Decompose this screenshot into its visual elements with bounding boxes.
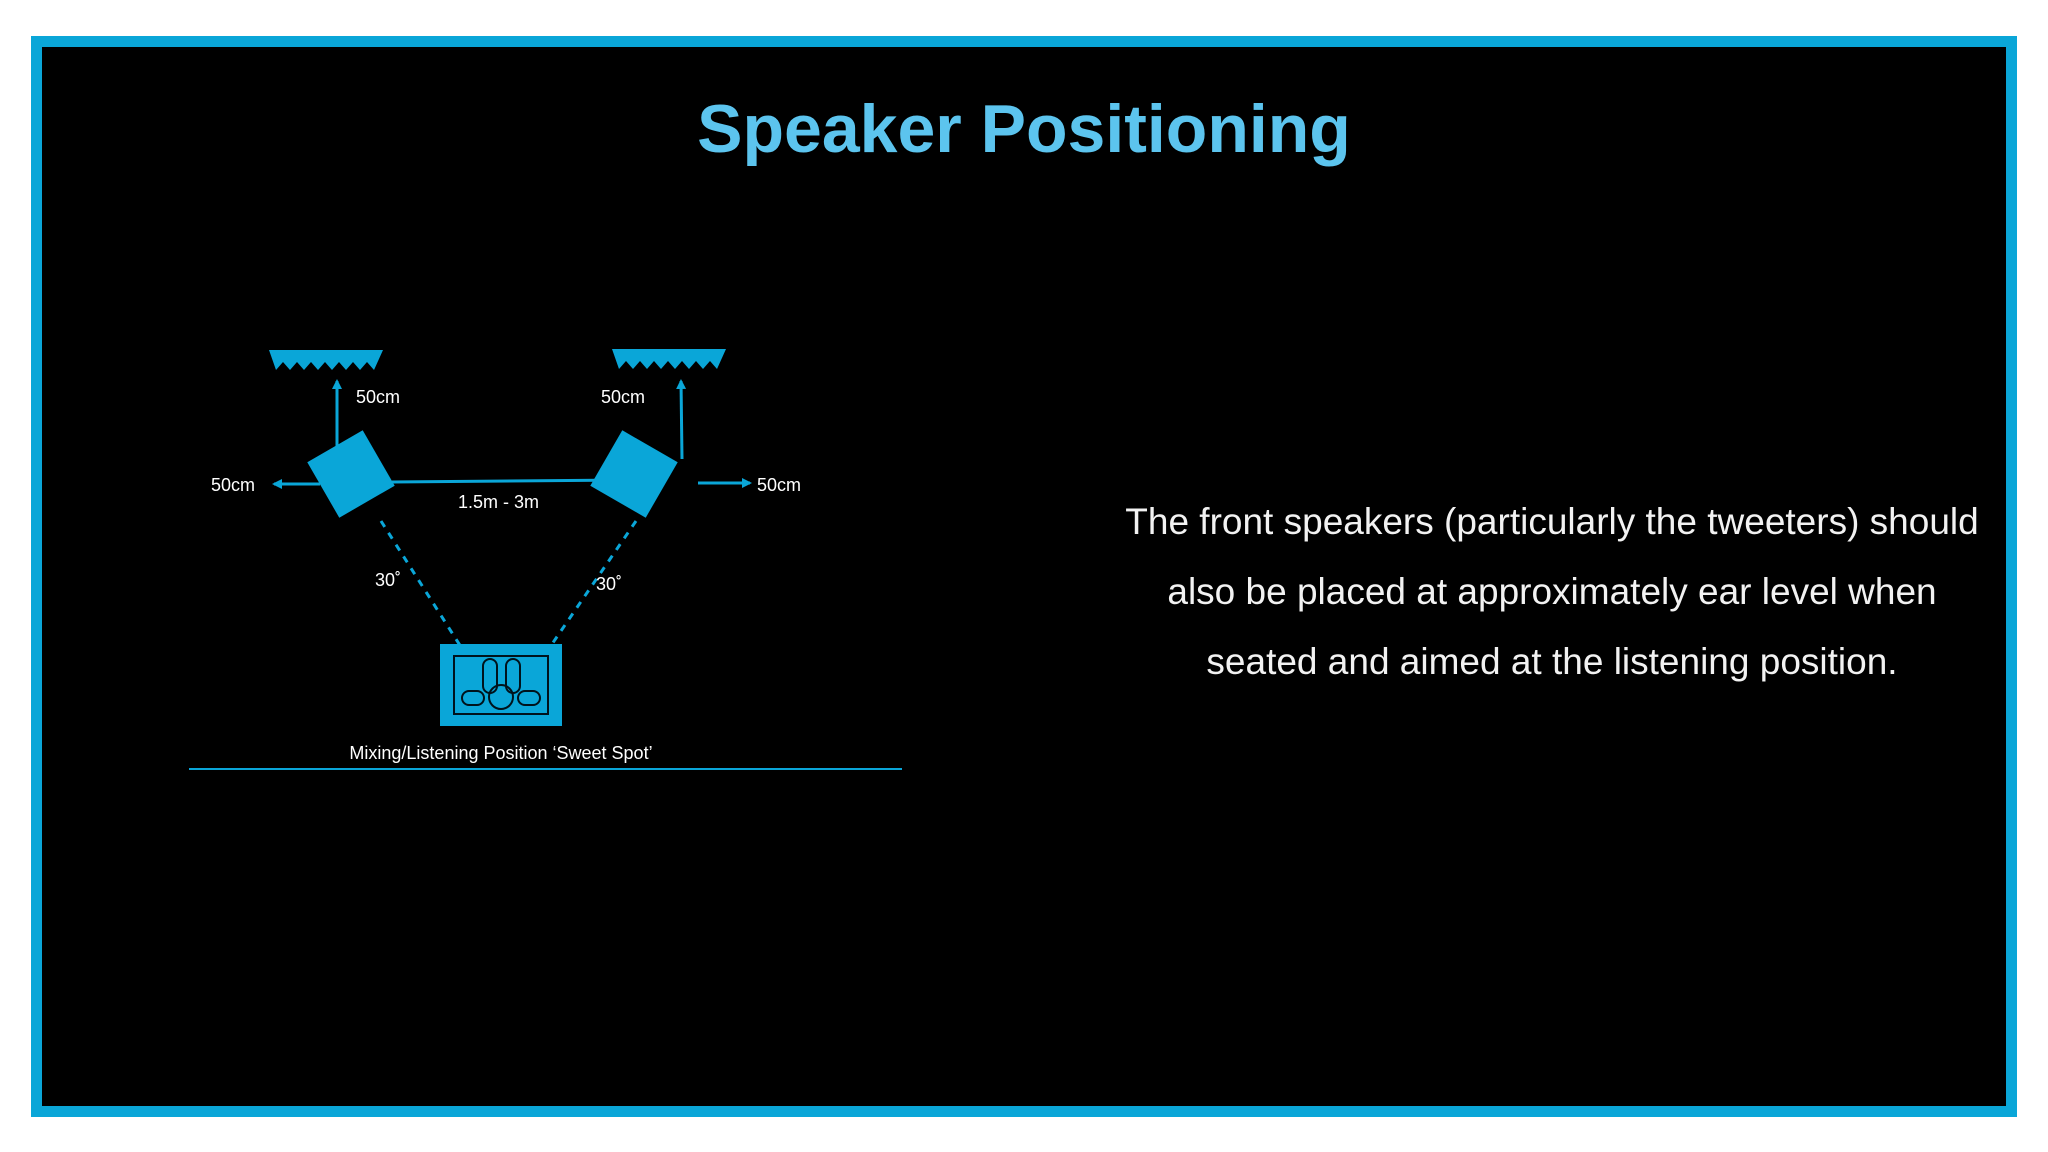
slide-frame: Speaker Positioning	[31, 36, 2017, 1117]
left-speaker-icon	[307, 430, 395, 518]
right-angle-label: 30˚	[596, 574, 622, 594]
left-aim-line	[379, 520, 463, 648]
body-line: also be placed at approximately ear leve…	[1167, 571, 1937, 612]
slide-title: Speaker Positioning	[697, 91, 1351, 167]
body-line: The front speakers (particularly the twe…	[1125, 501, 1979, 542]
right-wall-distance-arrow	[676, 379, 687, 460]
left-side-distance-label: 50cm	[211, 475, 255, 495]
speaker-spacing-label: 1.5m - 3m	[458, 492, 539, 512]
left-wall-panel-icon	[269, 350, 383, 370]
left-angle-label: 30˚	[375, 570, 401, 590]
body-paragraph: The front speakers (particularly the twe…	[1072, 487, 2032, 697]
right-speaker-icon	[590, 430, 678, 518]
listening-position-label: Mixing/Listening Position ‘Sweet Spot’	[349, 743, 652, 763]
right-aim-line	[548, 520, 638, 648]
speaker-spacing-arrow	[383, 475, 630, 488]
body-line: seated and aimed at the listening positi…	[1206, 641, 1898, 682]
right-wall-distance-label: 50cm	[601, 387, 645, 407]
right-wall-panel-icon	[612, 349, 726, 369]
speaker-positioning-diagram: 50cm 50cm 50cm 50cm 1.5m - 3m 30˚ 30˚ Mi…	[189, 349, 902, 770]
right-side-distance-label: 50cm	[757, 475, 801, 495]
listening-position-icon	[440, 644, 562, 726]
left-wall-distance-label: 50cm	[356, 387, 400, 407]
